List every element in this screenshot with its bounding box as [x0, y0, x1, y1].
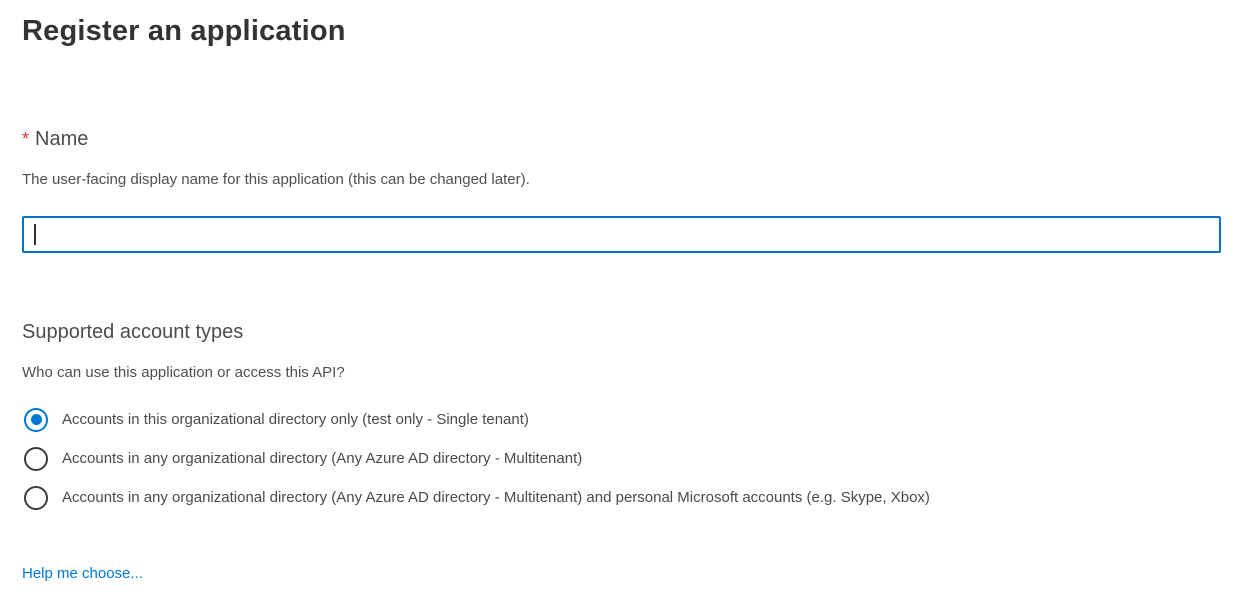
name-field-label: *Name [22, 126, 1236, 153]
radio-button-icon[interactable] [24, 446, 48, 471]
page-title: Register an application [22, 15, 346, 47]
radio-button-icon[interactable] [24, 407, 48, 432]
account-type-radio-group: Accounts in this organizational director… [22, 407, 1236, 510]
name-label: Name [35, 128, 89, 150]
radio-selected-dot-icon [30, 414, 42, 425]
name-input-wrapper [22, 216, 1221, 253]
text-cursor [34, 224, 36, 245]
radio-option-multitenant[interactable]: Accounts in any organizational directory… [22, 446, 1236, 471]
help-me-choose-link[interactable]: Help me choose... [22, 565, 143, 582]
register-application-page: Register an application *Name The user-f… [22, 15, 1236, 582]
radio-button-icon[interactable] [24, 485, 48, 510]
radio-option-single-tenant[interactable]: Accounts in this organizational director… [22, 407, 1236, 432]
account-types-question: Who can use this application or access t… [22, 364, 345, 381]
radio-option-label: Accounts in any organizational directory… [62, 488, 930, 506]
radio-option-label: Accounts in this organizational director… [62, 410, 529, 428]
supported-account-types-heading: Supported account types [22, 321, 244, 343]
name-input[interactable] [22, 216, 1221, 253]
required-asterisk-icon: * [22, 129, 30, 149]
radio-option-multitenant-personal[interactable]: Accounts in any organizational directory… [22, 485, 1236, 510]
radio-option-label: Accounts in any organizational directory… [62, 449, 583, 467]
name-helper-text: The user-facing display name for this ap… [22, 171, 530, 188]
